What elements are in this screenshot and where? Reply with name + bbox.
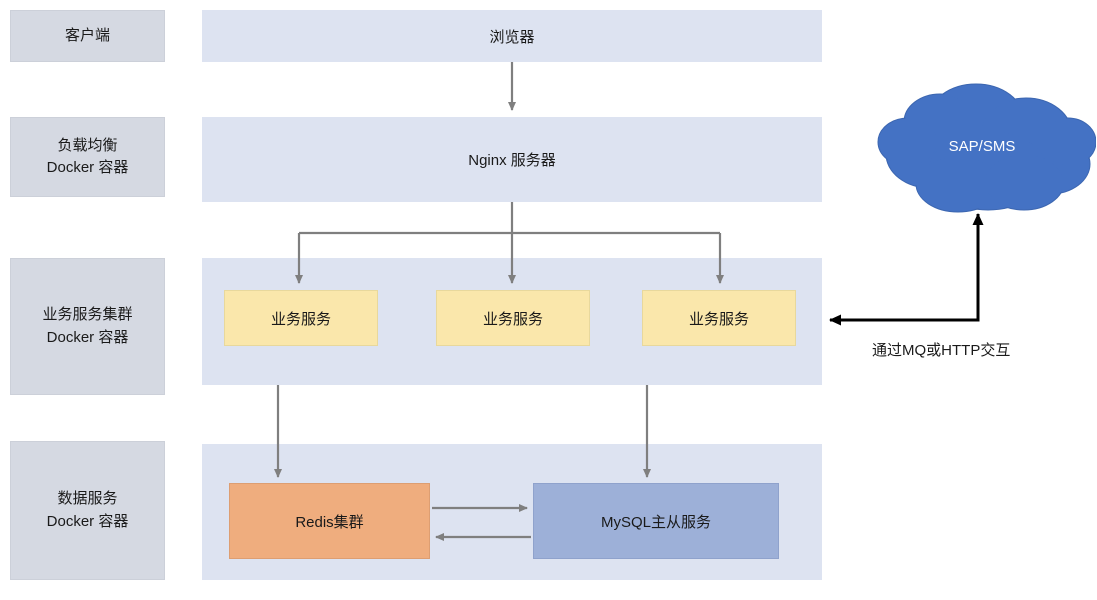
legend-item-client: 客户端 — [10, 10, 165, 62]
tier-band-nginx: Nginx 服务器 — [202, 117, 822, 202]
edge-label-external-integration: 通过MQ或HTTP交互 — [872, 342, 1011, 359]
cloud-label-external-system: SAP/SMS — [948, 138, 1016, 155]
node-redis-cluster[interactable]: Redis集群 — [229, 483, 430, 559]
node-business-service-3[interactable]: 业务服务 — [642, 290, 796, 346]
legend-item-data-service: 数据服务 Docker 容器 — [10, 441, 165, 580]
node-business-service-1[interactable]: 业务服务 — [224, 290, 378, 346]
legend-item-business-cluster: 业务服务集群 Docker 容器 — [10, 258, 165, 395]
node-business-service-2[interactable]: 业务服务 — [436, 290, 590, 346]
node-external-system[interactable]: SAP/SMS — [868, 76, 1097, 218]
tier-band-client: 浏览器 — [202, 10, 822, 62]
node-mysql-master-slave[interactable]: MySQL主从服务 — [533, 483, 779, 559]
cloud-shape — [877, 83, 1097, 213]
arrow-cloud-to-service — [829, 300, 980, 326]
tier-label-nginx: Nginx 服务器 — [468, 152, 556, 169]
tier-label-client: 浏览器 — [489, 29, 535, 46]
legend-item-load-balancer: 负载均衡 Docker 容器 — [10, 117, 165, 197]
